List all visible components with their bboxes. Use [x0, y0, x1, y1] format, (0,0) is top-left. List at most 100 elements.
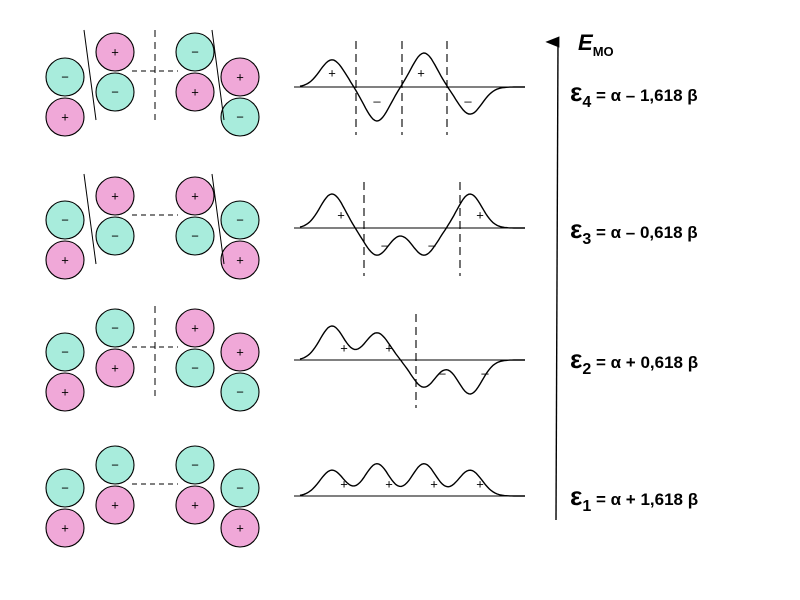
p-orbital-3: −+: [175, 32, 215, 112]
orbital-node-line: [83, 173, 97, 265]
lobe-sign: +: [111, 188, 119, 203]
p-orbital-4: +−: [220, 57, 260, 137]
lobe-sign: −: [111, 228, 119, 243]
lobe-sign: +: [111, 497, 119, 512]
orbital-node-line: [211, 29, 225, 121]
level-1-orbitals: −+−+−+−+: [45, 445, 260, 548]
energy-axis-label: EMO: [578, 30, 614, 59]
orbital-bottom-lobe: [45, 508, 85, 548]
p-orbital-1: −+: [45, 332, 85, 412]
energy-level-label-4: ε4 = α – 1,618 β: [570, 77, 698, 111]
wavefunction-plots: +–+–+––+++––++++: [294, 41, 525, 497]
orbital-bottom-lobe: [175, 348, 215, 388]
wave-sign: –: [381, 237, 389, 252]
p-orbital-1: −+: [45, 468, 85, 548]
p-orbital-3: +−: [175, 308, 215, 388]
wavefunction-curve: [299, 325, 525, 395]
orbital-bottom-lobe: [220, 97, 260, 137]
energy-level-label-3: ε3 = α – 0,618 β: [570, 214, 698, 248]
orbital-bottom-lobe: [220, 508, 260, 548]
level-4-orbitals: −++−−++−: [45, 29, 260, 137]
p-orbital-3: +−: [175, 176, 215, 256]
orbital-top-lobe: [45, 200, 85, 240]
p-orbital-2: +−: [95, 32, 135, 112]
lobe-sign: −: [61, 212, 69, 227]
lobe-sign: +: [191, 84, 199, 99]
lobe-sign: +: [191, 320, 199, 335]
lobe-sign: +: [236, 520, 244, 535]
orbital-top-lobe: [45, 57, 85, 97]
lobe-sign: −: [236, 109, 244, 124]
lobe-sign: +: [61, 252, 69, 267]
wave-sign: +: [476, 476, 484, 491]
wave-sign: –: [373, 93, 381, 108]
level-4-wavefunction: +–+–: [294, 41, 525, 135]
energy-levels: ε4 = α – 1,618 βε3 = α – 0,618 βε2 = α +…: [570, 77, 698, 515]
wavefunction-curve: [299, 193, 525, 256]
level-2-orbitals: −+−++−+−: [45, 306, 260, 412]
p-orbital-4: +−: [220, 332, 260, 412]
orbital-top-lobe: [175, 445, 215, 485]
lobe-sign: −: [236, 212, 244, 227]
orbital-top-lobe: [220, 57, 260, 97]
wave-sign: –: [481, 365, 489, 380]
wave-sign: +: [430, 476, 438, 491]
orbital-top-lobe: [95, 308, 135, 348]
orbital-top-lobe: [45, 468, 85, 508]
lobe-sign: +: [61, 520, 69, 535]
level-1-wavefunction: + + + +: [294, 462, 525, 497]
p-orbital-4: −+: [220, 200, 260, 280]
p-orbital-2: −+: [95, 445, 135, 525]
orbital-top-lobe: [220, 468, 260, 508]
orbital-bottom-lobe: [45, 97, 85, 137]
orbital-bottom-lobe: [220, 372, 260, 412]
wavefunction-curve: [299, 52, 525, 122]
energy-level-label-1: ε1 = α + 1,618 β: [570, 481, 698, 515]
lobe-sign: −: [191, 44, 199, 59]
lobe-sign: +: [61, 384, 69, 399]
p-orbital-1: −+: [45, 200, 85, 280]
orbital-bottom-lobe: [95, 485, 135, 525]
orbital-node-line: [211, 173, 225, 265]
orbital-top-lobe: [220, 200, 260, 240]
level-3-wavefunction: +––+: [294, 182, 525, 276]
orbital-bottom-lobe: [175, 485, 215, 525]
lobe-sign: +: [236, 344, 244, 359]
orbital-top-lobe: [95, 176, 135, 216]
lobe-sign: −: [236, 384, 244, 399]
orbital-bottom-lobe: [95, 348, 135, 388]
wave-sign: +: [385, 340, 393, 355]
orbital-bottom-lobe: [220, 240, 260, 280]
p-orbital-2: −+: [95, 308, 135, 388]
energy-axis-arrow: [545, 36, 560, 521]
level-2-wavefunction: ++––: [294, 314, 525, 408]
lobe-sign: −: [61, 344, 69, 359]
lobe-sign: −: [111, 84, 119, 99]
lobe-sign: +: [111, 360, 119, 375]
orbital-top-lobe: [175, 32, 215, 72]
p-orbital-1: −+: [45, 57, 85, 137]
wavefunction-curve: [299, 462, 525, 497]
p-orbital-2: +−: [95, 176, 135, 256]
p-orbital-4: −+: [220, 468, 260, 548]
wave-sign: –: [428, 237, 436, 252]
orbital-bottom-lobe: [175, 216, 215, 256]
orbital-bottom-lobe: [95, 216, 135, 256]
orbital-diagrams: −++−−++−−++−+−−+−+−++−+−−+−+−+−+: [45, 29, 260, 548]
lobe-sign: +: [111, 44, 119, 59]
orbital-top-lobe: [175, 176, 215, 216]
lobe-sign: −: [191, 457, 199, 472]
p-orbital-3: −+: [175, 445, 215, 525]
level-3-orbitals: −++−+−−+: [45, 173, 260, 280]
wave-sign: +: [385, 476, 393, 491]
orbital-bottom-lobe: [45, 372, 85, 412]
orbital-top-lobe: [175, 308, 215, 348]
lobe-sign: −: [191, 360, 199, 375]
wave-sign: +: [340, 340, 348, 355]
wave-sign: +: [340, 476, 348, 491]
orbital-top-lobe: [220, 332, 260, 372]
wave-sign: +: [476, 207, 484, 222]
lobe-sign: −: [236, 480, 244, 495]
lobe-sign: −: [61, 69, 69, 84]
